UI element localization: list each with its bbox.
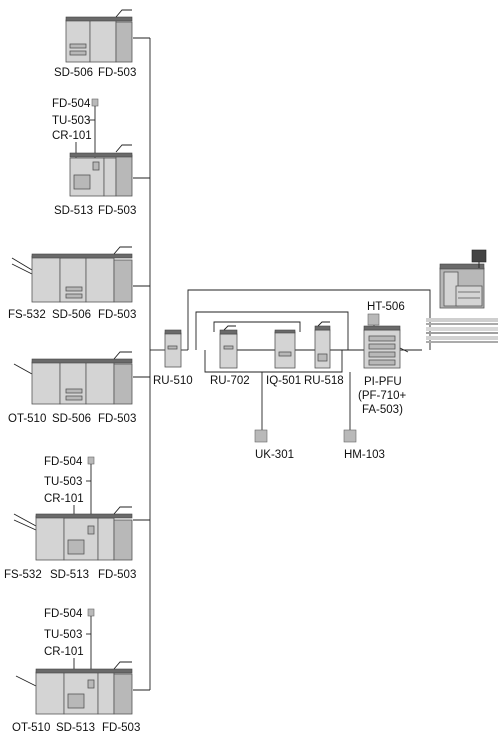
label-ru702: RU-702: [210, 375, 250, 387]
config-6-ot510-sd513-fd503: FD-504 TU-503 CR-101 OT-510 SD-513 FD-50…: [12, 608, 140, 734]
label-fd503: FD-503: [98, 413, 136, 425]
hm103-icon: [343, 429, 357, 443]
option-cr101: CR-101: [44, 493, 84, 505]
pipfu-unit: HT-506 PI-PFU (PF-710+ FA-503): [358, 301, 409, 416]
option-fd504: FD-504: [52, 98, 91, 110]
option-tu503: TU-503: [52, 115, 90, 127]
label-fd503: FD-503: [98, 205, 136, 217]
label-pipfu-line3: FA-503): [362, 404, 403, 416]
label-uk301: UK-301: [255, 449, 294, 461]
label-pipfu-line2: (PF-710+: [358, 390, 407, 402]
label-fd503: FD-503: [98, 67, 136, 79]
label-sd513: SD-513: [54, 205, 93, 217]
fd504-icon: [91, 98, 99, 107]
label-ru510: RU-510: [153, 375, 193, 387]
option-fd504: FD-504: [44, 608, 83, 620]
label-sd513: SD-513: [50, 569, 89, 581]
config-1-sd506-fd503: SD-506 FD-503: [54, 9, 136, 79]
label-fs532: FS-532: [8, 309, 46, 321]
label-ru518: RU-518: [304, 375, 344, 387]
paper-output-stacks: [426, 318, 498, 343]
control-panel-icon: [471, 249, 487, 263]
label-fd503: FD-503: [98, 309, 136, 321]
config-3-fs532-sd506-fd503: FS-532 SD-506 FD-503: [8, 246, 136, 321]
label-sd506: SD-506: [52, 309, 91, 321]
label-sd506: SD-506: [54, 67, 93, 79]
label-hm103: HM-103: [344, 449, 385, 461]
label-sd506: SD-506: [52, 413, 91, 425]
label-fs532: FS-532: [4, 569, 42, 581]
uk301-icon: [254, 429, 268, 443]
option-tu503: TU-503: [44, 629, 82, 641]
option-cr101: CR-101: [52, 130, 92, 142]
label-ht506: HT-506: [367, 301, 405, 313]
iq501-unit: IQ-501: [266, 329, 301, 387]
ru702-unit: RU-702: [210, 325, 250, 387]
left-connector-bus: [133, 37, 165, 691]
hm103-option: HM-103: [343, 429, 385, 461]
fd504-icon: [87, 608, 95, 617]
ht506-icon: [367, 313, 380, 326]
main-printer: [439, 249, 487, 309]
option-cr101: CR-101: [44, 646, 84, 658]
config-2-sd513-fd503: FD-504 TU-503 CR-101 SD-513 FD-503: [52, 98, 136, 217]
fd504-icon: [87, 456, 95, 465]
label-fd503: FD-503: [102, 722, 140, 734]
ru518-unit: RU-518: [304, 321, 344, 387]
label-ot510: OT-510: [12, 722, 50, 734]
option-tu503: TU-503: [44, 476, 82, 488]
label-sd513: SD-513: [56, 722, 95, 734]
label-pipfu: PI-PFU: [364, 376, 402, 388]
config-5-fs532-sd513-fd503: FD-504 TU-503 CR-101 FS-532 SD-513 FD-50…: [4, 456, 136, 581]
label-iq501: IQ-501: [266, 375, 301, 387]
uk301-option: UK-301: [254, 429, 294, 461]
ru510-unit: RU-510: [153, 329, 193, 387]
config-4-ot510-sd506-fd503: OT-510 SD-506 FD-503: [8, 351, 136, 425]
label-fd503: FD-503: [98, 569, 136, 581]
label-ot510: OT-510: [8, 413, 46, 425]
option-fd504: FD-504: [44, 456, 83, 468]
